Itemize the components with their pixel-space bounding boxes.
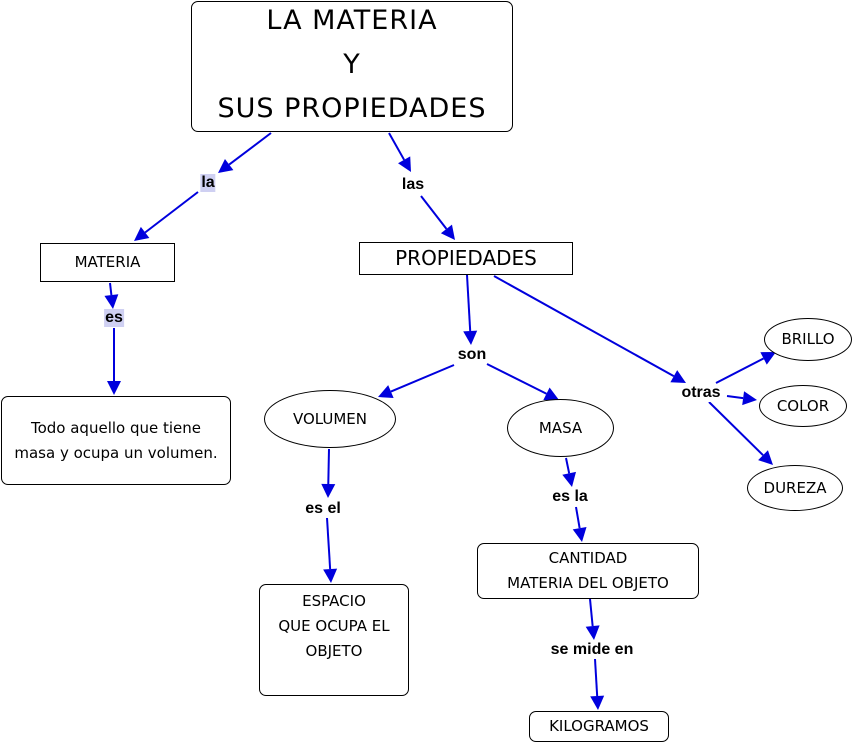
- edge-son-volumen-arrowhead: [378, 385, 394, 399]
- node-volumen-text: VOLUMEN: [292, 409, 368, 428]
- definicion-line-2: masa y ocupa un volumen.: [14, 443, 218, 462]
- link-label-son[interactable]: son: [456, 346, 488, 364]
- node-color[interactable]: COLOR: [759, 385, 847, 427]
- edge-title-las: [388, 132, 411, 172]
- edge-es-definicion: [107, 328, 121, 395]
- edge-otras-dureza-arrowhead: [758, 450, 773, 465]
- edge-materia-es-arrowhead: [104, 294, 119, 309]
- edge-son-masa: [486, 363, 559, 400]
- edge-otras-color-arrowhead: [742, 391, 757, 406]
- link-label-es-el[interactable]: es el: [304, 500, 342, 518]
- edge-son-masa-arrowhead: [543, 387, 559, 400]
- edge-esel-espacio: [323, 517, 338, 583]
- node-propiedades-text: PROPIEDADES: [395, 246, 537, 270]
- edge-volumen-esel: [321, 448, 336, 498]
- edge-propiedades-otras-arrowhead: [670, 370, 686, 383]
- node-dureza[interactable]: DUREZA: [747, 465, 843, 511]
- node-masa[interactable]: MASA: [507, 399, 614, 457]
- edge-semide-kilogramos: [590, 658, 605, 710]
- cantidad-line-1: CANTIDAD: [548, 549, 628, 567]
- edge-masa-esla: [562, 457, 577, 487]
- edge-otras-dureza: [708, 401, 773, 465]
- edge-title-la-arrowhead: [218, 158, 234, 173]
- edge-propiedades-son: [463, 274, 478, 345]
- espacio-line-1: ESPACIO: [302, 592, 366, 610]
- edge-otras-brillo-arrowhead: [760, 352, 776, 365]
- edge-esla-cantidad: [572, 506, 587, 542]
- node-brillo[interactable]: BRILLO: [764, 318, 852, 361]
- edge-title-las-arrowhead: [398, 156, 411, 172]
- link-label-otras[interactable]: otras: [680, 384, 722, 402]
- edge-son-volumen: [378, 364, 455, 399]
- link-label-la[interactable]: la: [200, 174, 216, 192]
- node-definicion[interactable]: Todo aquello que tiene masa y ocupa un v…: [1, 396, 231, 485]
- edge-semide-kilogramos-arrowhead: [590, 695, 605, 710]
- edge-esel-espacio-arrowhead: [323, 568, 338, 583]
- edge-cantidad-semide-arrowhead: [585, 625, 600, 640]
- edge-masa-esla-arrowhead: [562, 471, 577, 487]
- espacio-line-3: OBJETO: [305, 642, 363, 660]
- edge-esla-cantidad-arrowhead: [572, 527, 587, 542]
- node-brillo-text: BRILLO: [781, 330, 835, 349]
- title-line-3: SUS PROPIEDADES: [217, 92, 487, 124]
- node-kilogramos[interactable]: KILOGRAMOS: [529, 711, 669, 742]
- link-label-se-mide-en[interactable]: se mide en: [549, 641, 635, 659]
- node-materia-text: MATERIA: [74, 253, 141, 272]
- edge-es-definicion-arrowhead: [107, 381, 121, 395]
- link-label-es-la[interactable]: es la: [551, 488, 589, 506]
- node-color-text: COLOR: [776, 396, 830, 415]
- edge-propiedades-otras: [493, 275, 686, 383]
- cantidad-line-2: MATERIA DEL OBJETO: [507, 574, 669, 592]
- edge-otras-brillo: [715, 352, 776, 384]
- edge-cantidad-semide: [585, 598, 600, 640]
- node-materia[interactable]: MATERIA: [40, 243, 175, 282]
- edge-las-propiedades-arrowhead: [440, 224, 455, 240]
- node-cantidad[interactable]: CANTIDAD MATERIA DEL OBJETO: [477, 543, 699, 599]
- edge-otras-color: [726, 391, 757, 406]
- link-label-las[interactable]: las: [400, 176, 426, 194]
- node-propiedades[interactable]: PROPIEDADES: [359, 242, 573, 275]
- edge-la-materia: [134, 191, 199, 241]
- edge-volumen-esel-arrowhead: [321, 483, 336, 498]
- edge-la-materia-arrowhead: [134, 226, 150, 241]
- node-title[interactable]: LA MATERIA Y SUS PROPIEDADES: [191, 1, 513, 132]
- link-label-es[interactable]: es: [104, 309, 124, 327]
- node-espacio[interactable]: ESPACIO QUE OCUPA EL OBJETO: [259, 584, 409, 696]
- node-volumen[interactable]: VOLUMEN: [264, 390, 396, 448]
- edge-title-la: [218, 132, 272, 173]
- espacio-line-2: QUE OCUPA EL: [278, 617, 390, 635]
- title-line-1: LA MATERIA: [266, 4, 438, 36]
- node-kilogramos-text: KILOGRAMOS: [549, 717, 649, 736]
- edge-propiedades-son-arrowhead: [463, 330, 478, 345]
- edge-materia-es: [104, 282, 119, 309]
- node-dureza-text: DUREZA: [763, 478, 827, 497]
- definicion-line-1: Todo aquello que tiene: [30, 418, 202, 437]
- title-line-2: Y: [343, 48, 361, 80]
- node-masa-text: MASA: [538, 418, 583, 437]
- edge-las-propiedades: [420, 195, 455, 240]
